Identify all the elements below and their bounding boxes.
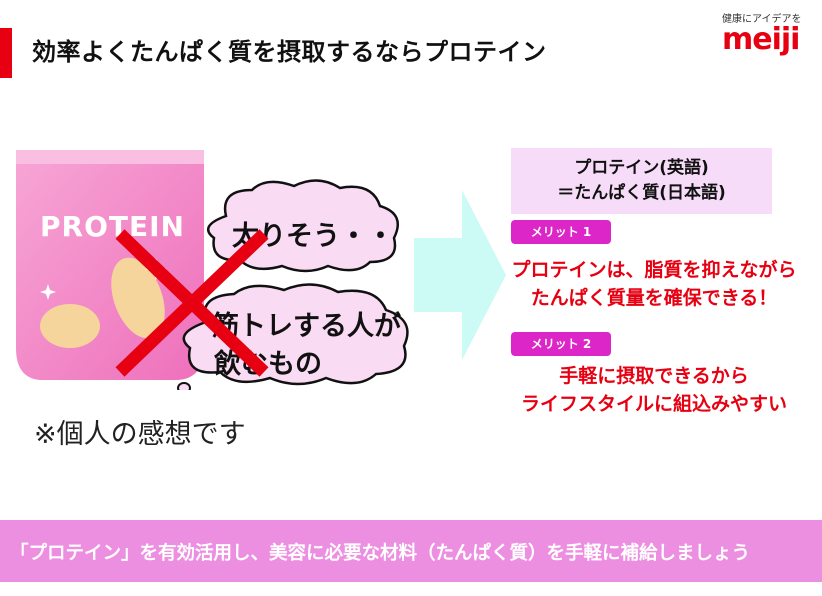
slide-title: 効率よくたんぱく質を摂取するならプロテイン [32,38,547,66]
definition-box: プロテイン(英語) ＝たんぱく質(日本語) [511,148,772,214]
definition-line-1: プロテイン(英語) [574,158,709,178]
footer-message: 「プロテイン」を有効活用し、美容に必要な材料（たんぱく質）を手軽に補給しましょう [10,543,751,564]
thought-cloud-2 [177,283,409,390]
logo-tagline: 健康にアイデアを [722,14,802,25]
merit-1-line2: たんぱく質量を確保できる！ [530,287,778,309]
merit-1-text: プロテインは、脂質を抑えながら たんぱく質量を確保できる！ [506,256,802,312]
thought-text-2-line2: 飲むもの [214,349,322,380]
definition-line-2: ＝たんぱく質(日本語) [557,183,726,203]
merit-2-text: 手軽に摂取できるから ライフスタイルに組込みやすい [506,362,802,418]
protein-bag-illustration [16,150,204,380]
thought-text-2-line1: 筋トレする人が [212,311,401,342]
merit-1-line1: プロテインは、脂質を抑えながら [511,259,797,281]
title-accent-bar [0,28,12,78]
merit-1-tag: メリット 1 [511,220,611,244]
meiji-logo: meiji [722,22,800,57]
right-arrow [414,190,506,360]
merit-2-line1: 手軽に摂取できるから [559,365,749,387]
footer-banner: 「プロテイン」を有効活用し、美容に必要な材料（たんぱく質）を手軽に補給しましょう [0,520,822,582]
personal-opinion-note: ※個人の感想です [34,419,246,450]
merit-2-tag: メリット 2 [511,332,611,356]
red-cross-mark [115,229,269,377]
merit-2-line2: ライフスタイルに組込みやすい [520,393,787,415]
bag-label: PROTEIN [40,210,185,243]
